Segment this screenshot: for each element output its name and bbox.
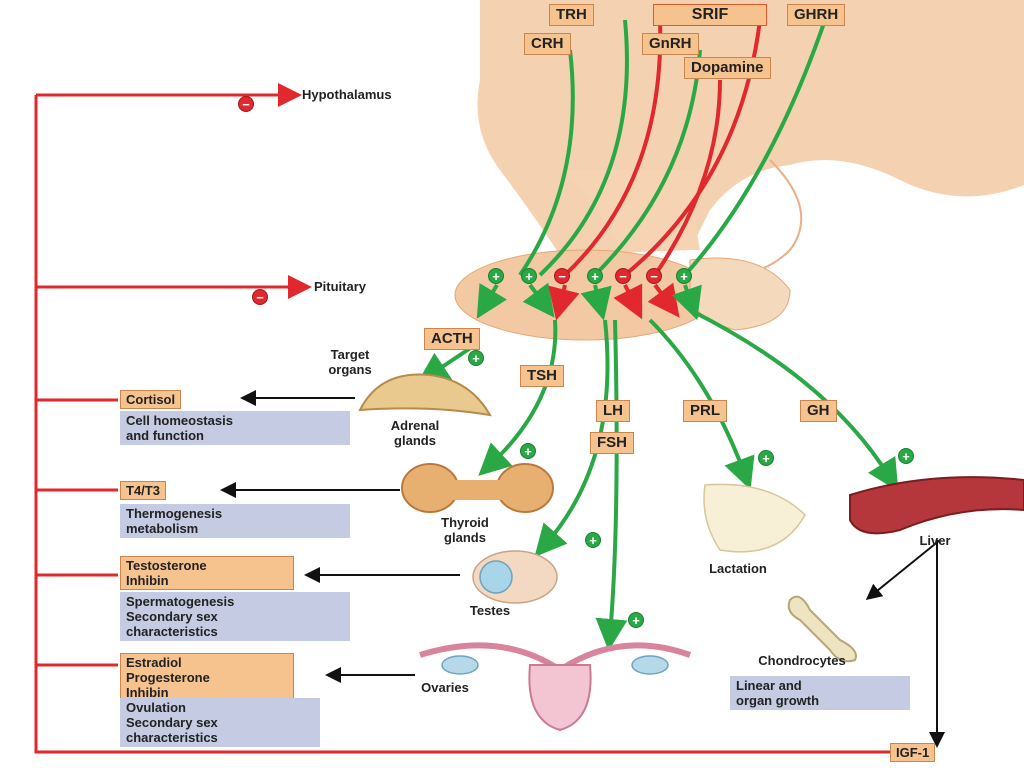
pituitary-gland	[454, 249, 716, 341]
hormone-crh: CRH	[524, 33, 571, 55]
target-plus-ovaries: +	[628, 612, 644, 628]
testes-shape	[472, 550, 558, 604]
level-hypothalamus: Hypothalamus	[302, 87, 392, 102]
hormone-ghrh: GHRH	[787, 4, 846, 26]
hormone-prl: PRL	[683, 400, 727, 422]
ovaries-label: Ovaries	[421, 680, 469, 695]
pituitary-plus-2: +	[521, 268, 537, 284]
feedback-minus-hypothalamus: −	[238, 96, 254, 112]
hormone-tsh: TSH	[520, 365, 564, 387]
pituitary-minus-3: −	[646, 268, 662, 284]
mammary-shape	[703, 483, 806, 553]
target-plus-adrenal: +	[468, 350, 484, 366]
hormone-dopamine: Dopamine	[684, 57, 771, 79]
product-cortisol: Cortisol	[120, 390, 182, 409]
pituitary-stalk	[560, 170, 700, 250]
hormone-gh: GH	[800, 400, 837, 422]
feedback-minus-pituitary: −	[252, 289, 268, 305]
target-plus-thyroid: +	[520, 443, 536, 459]
hormone-trh: TRH	[549, 4, 594, 26]
level-pituitary: Pituitary	[314, 279, 367, 294]
pituitary-minus-1: −	[554, 268, 570, 284]
effect-liver: Linear and organ growth	[730, 676, 910, 710]
target-plus-testes: +	[585, 532, 601, 548]
hormone-fsh: FSH	[590, 432, 634, 454]
product-testosterone: Testosterone Inhibin	[120, 556, 294, 590]
liver-label: Liver	[919, 533, 951, 548]
hypothalamic-arrows	[518, 19, 827, 277]
adrenal-label: Adrenal glands	[390, 418, 440, 448]
product-estradiol: Estradiol Progesterone Inhibin	[120, 653, 294, 702]
testes-label: Testes	[469, 603, 511, 618]
thyroid-label: Thyroid glands	[441, 515, 489, 545]
effect-cortisol: Cell homeostasis and function	[120, 411, 350, 445]
thyroid-gland-shape	[401, 463, 554, 513]
effect-thyroid: Thermogenesis metabolism	[120, 504, 350, 538]
adrenal-gland-shape	[358, 373, 492, 417]
feedback-loop	[34, 83, 890, 754]
chondrocytes-label: Chondrocytes	[758, 653, 846, 668]
hormone-acth: ACTH	[424, 328, 480, 350]
hormone-gnrh: GnRH	[642, 33, 699, 55]
pituitary-plus-3: +	[587, 268, 603, 284]
bone-shape	[787, 595, 857, 663]
hormone-srif: SRIF	[653, 4, 767, 26]
target-plus-mammary: +	[758, 450, 774, 466]
effect-testes: Spermatogenesis Secondary sex characteri…	[120, 592, 350, 641]
liver-shape	[849, 476, 1024, 535]
pituitary-minus-2: −	[615, 268, 631, 284]
product-arrows	[220, 390, 945, 748]
product-igf1: IGF-1	[890, 743, 936, 762]
pituitary-out-arrows	[476, 282, 702, 321]
lactation-label: Lactation	[709, 561, 767, 576]
ovaries-shape	[419, 642, 692, 732]
pituitary-plus-4: +	[676, 268, 692, 284]
target-organs-label: Target organs	[328, 347, 372, 377]
target-plus-liver: +	[898, 448, 914, 464]
pituitary-plus-1: +	[488, 268, 504, 284]
hormone-lh: LH	[596, 400, 630, 422]
product-t4t3: T4/T3	[120, 481, 166, 500]
effect-ovaries: Ovulation Secondary sex characteristics	[120, 698, 320, 747]
